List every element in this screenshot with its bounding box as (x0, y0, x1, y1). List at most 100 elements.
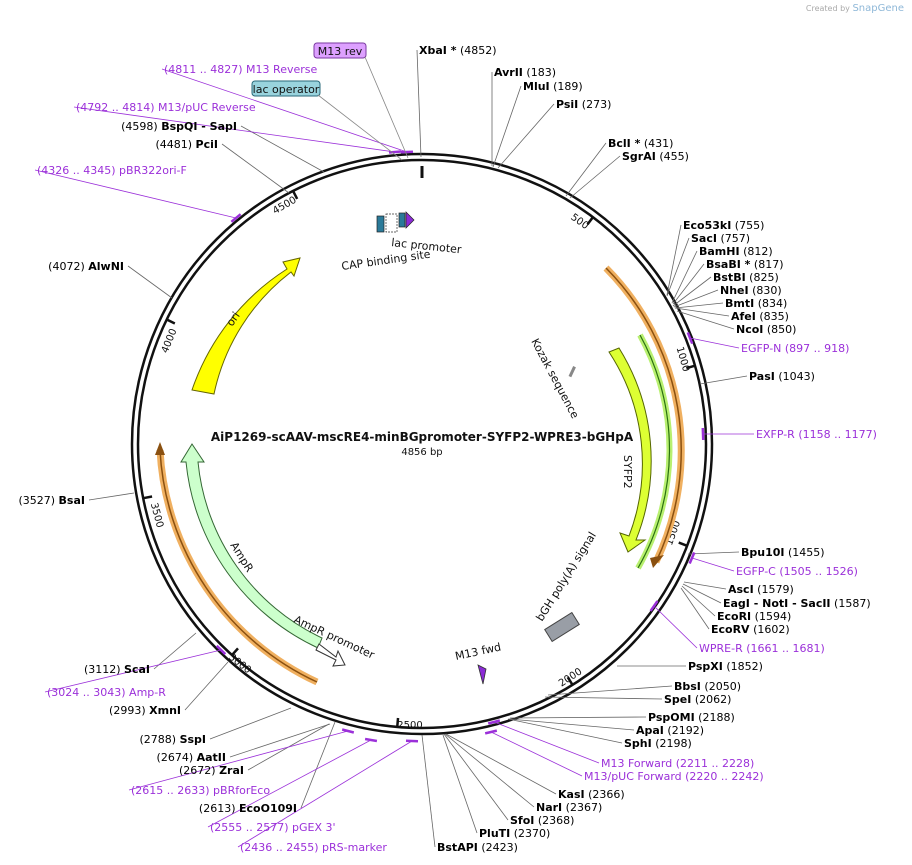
enzyme-site-label[interactable]: SgrAI (455) (622, 150, 689, 163)
tick-mark (586, 216, 594, 226)
enzyme-name: EcoRI (717, 610, 751, 623)
primer-label[interactable]: EXFP-R (1158 .. 1177) (756, 428, 877, 441)
enzyme-site-label[interactable]: BclI * (431) (608, 137, 673, 150)
enzyme-site-label[interactable]: MluI (189) (523, 80, 583, 93)
enzyme-site-label[interactable]: BbsI (2050) (674, 680, 741, 693)
enzyme-site-label[interactable]: (2672) ZraI (179, 764, 244, 777)
enzyme-site-label[interactable]: BsaBI * (817) (706, 258, 784, 271)
enzyme-site-label[interactable]: BstBI (825) (713, 271, 779, 284)
enzyme-site-label[interactable]: NcoI (850) (736, 323, 796, 336)
enzyme-site-label[interactable]: XbaI * (4852) (419, 44, 497, 57)
enzyme-site-label[interactable]: NarI (2367) (536, 801, 602, 814)
enzyme-site-label[interactable]: PspOMI (2188) (648, 711, 735, 724)
enzyme-site-label[interactable]: SfoI (2368) (510, 814, 574, 827)
primer-callout-line (34, 169, 237, 219)
enzyme-site-label[interactable]: (2788) SspI (139, 733, 206, 746)
enzyme-site-label[interactable]: SphI (2198) (624, 737, 692, 750)
enzyme-site-label[interactable]: BamHI (812) (699, 245, 773, 258)
primer-label[interactable]: EGFP-C (1505 .. 1526) (736, 565, 858, 578)
primer-label[interactable]: (2436 .. 2455) pRS-marker (240, 841, 387, 854)
enzyme-site-label[interactable]: NheI (830) (720, 284, 782, 297)
enzyme-callout-line (681, 585, 716, 617)
tick-label: 4000 (160, 327, 180, 355)
enzyme-site-label[interactable]: (2674) AatII (157, 751, 226, 764)
enzyme-site-label[interactable]: (4598) BspQI - SapI (121, 120, 237, 133)
enzyme-site-label[interactable]: BmtI (834) (725, 297, 787, 310)
enzyme-site-label[interactable]: AvrII (183) (494, 66, 556, 79)
enzyme-site-label[interactable]: PspXI (1852) (688, 660, 763, 673)
m13rev-box (313, 42, 367, 59)
primer-label[interactable]: (3024 .. 3043) Amp-R (47, 686, 166, 699)
primer-label[interactable]: M13 Forward (2211 .. 2228) (601, 757, 754, 770)
enzyme-site-label[interactable]: (3527) BsaI (18, 494, 85, 507)
enzyme-name: PspXI (688, 660, 723, 673)
cap-feature (376, 215, 385, 233)
enzyme-name: PluTI (479, 827, 510, 840)
enzyme-callout-line (221, 143, 290, 194)
syfp2-orange-arrowhead (650, 555, 664, 568)
enzyme-site-label[interactable]: Bpu10I (1455) (741, 546, 825, 559)
enzyme-site-label[interactable]: KasI (2366) (558, 788, 625, 801)
enzyme-position: (2050) (701, 680, 741, 693)
primer-label[interactable]: (4792 .. 4814) M13/pUC Reverse (76, 101, 256, 114)
tick-mark (566, 676, 574, 686)
enzyme-site-label[interactable]: EcoRV (1602) (711, 623, 790, 636)
enzyme-position: (4598) (121, 120, 161, 133)
primer-site-marker (686, 331, 694, 345)
primer-label[interactable]: WPRE-R (1661 .. 1681) (699, 642, 825, 655)
primer-label[interactable]: M13/pUC Forward (2220 .. 2242) (584, 770, 764, 783)
syfp2-label: SYFP2 (621, 455, 634, 489)
enzyme-position: (2672) (179, 764, 219, 777)
enzyme-position: (2198) (652, 737, 692, 750)
enzyme-name: Bpu10I (741, 546, 785, 559)
primer-callout-line (653, 605, 698, 649)
primer-callout-line (128, 730, 349, 791)
ori-feature-arrow (191, 257, 301, 395)
enzyme-position: (757) (717, 232, 750, 245)
enzyme-callout-line (683, 581, 727, 590)
m13fwd-label: M13 fwd (454, 641, 502, 663)
enzyme-site-label[interactable]: ApaI (2192) (636, 724, 704, 737)
enzyme-position: (1455) (785, 546, 825, 559)
enzyme-site-label[interactable]: (3112) ScaI (84, 663, 150, 676)
enzyme-site-label[interactable]: PasI (1043) (749, 370, 815, 383)
credit-prefix: Created by (805, 4, 850, 13)
enzyme-site-label[interactable]: (4481) PciI (155, 138, 218, 151)
enzyme-site-label[interactable]: Eco53kI (755) (683, 219, 764, 232)
primer-callout-line (689, 337, 740, 349)
enzyme-site-label[interactable]: PluTI (2370) (479, 827, 550, 840)
enzyme-site-label[interactable]: (2613) EcoO109I (199, 802, 297, 815)
enzyme-callout-line (680, 587, 710, 630)
enzyme-site-label[interactable]: AfeI (835) (731, 310, 789, 323)
enzyme-position: (2368) (534, 814, 574, 827)
enzyme-site-label[interactable]: EagI - NotI - SacII (1587) (723, 597, 871, 610)
primer-label[interactable]: (2615 .. 2633) pBRforEco (131, 784, 270, 797)
enzyme-position: (1602) (750, 623, 790, 636)
enzyme-position: (189) (550, 80, 583, 93)
primer-site-marker (688, 551, 696, 565)
primer-callout-line (493, 721, 600, 764)
enzyme-position: (755) (731, 219, 764, 232)
enzyme-position: (2192) (664, 724, 704, 737)
enzyme-name: BmtI (725, 297, 754, 310)
enzyme-site-label[interactable]: SacI (757) (691, 232, 750, 245)
enzyme-name: EagI - NotI - SacII (723, 597, 831, 610)
primer-label[interactable]: (4326 .. 4345) pBR322ori-F (37, 164, 187, 177)
enzyme-site-label[interactable]: (4072) AlwNI (48, 260, 124, 273)
enzyme-name: BstAPI (437, 841, 478, 854)
enzyme-position: (1587) (831, 597, 871, 610)
primer-label[interactable]: (4811 .. 4827) M13 Reverse (164, 63, 317, 76)
enzyme-name: PspOMI (648, 711, 695, 724)
primer-label[interactable]: EGFP-N (897 .. 918) (741, 342, 849, 355)
plasmid-name: AiP1269-scAAV-mscRE4-minBGpromoter-SYFP2… (211, 430, 634, 444)
enzyme-site-label[interactable]: AscI (1579) (728, 583, 794, 596)
m13rev-box-line (364, 56, 409, 159)
enzyme-site-label[interactable]: SpeI (2062) (664, 693, 731, 706)
enzyme-position: (3112) (84, 663, 124, 676)
primer-label[interactable]: (2555 .. 2577) pGEX 3' (210, 821, 336, 834)
enzyme-site-label[interactable]: PsiI (273) (556, 98, 611, 111)
enzyme-site-label[interactable]: EcoRI (1594) (717, 610, 791, 623)
enzyme-site-label[interactable]: (2993) XmnI (109, 704, 181, 717)
enzyme-name: PsiI (556, 98, 578, 111)
enzyme-site-label[interactable]: BstAPI (2423) (437, 841, 518, 854)
